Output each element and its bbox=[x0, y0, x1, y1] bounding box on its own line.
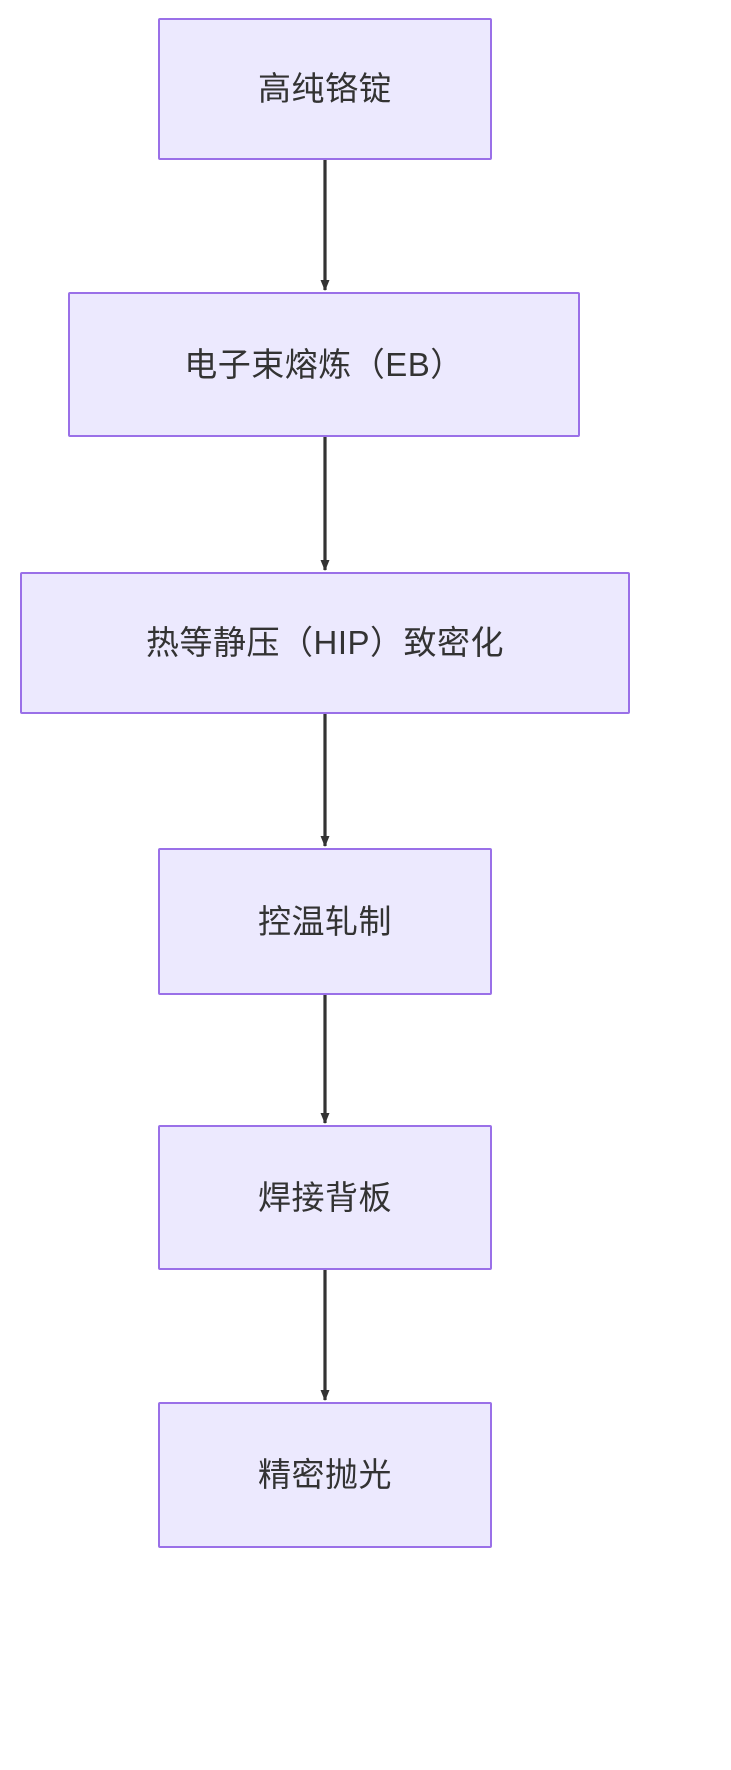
flow-node-label: 焊接背板 bbox=[258, 1178, 392, 1216]
flow-node-label: 高纯铬锭 bbox=[258, 70, 392, 108]
flow-node-label: 控温轧制 bbox=[258, 902, 392, 940]
flow-node-label: 热等静压（HIP）致密化 bbox=[145, 624, 504, 662]
flow-node-precision-polishing[interactable]: 精密抛光 bbox=[158, 1402, 492, 1548]
flow-node-electron-beam-melting[interactable]: 电子束熔炼（EB） bbox=[68, 292, 580, 437]
flow-node-backplate-welding[interactable]: 焊接背板 bbox=[158, 1125, 492, 1270]
flow-node-label: 电子束熔炼（EB） bbox=[184, 345, 464, 383]
flow-node-high-purity-chromium-ingot[interactable]: 高纯铬锭 bbox=[158, 18, 492, 160]
flow-node-label: 精密抛光 bbox=[258, 1456, 392, 1494]
flow-node-temperature-controlled-rolling[interactable]: 控温轧制 bbox=[158, 848, 492, 995]
flow-node-hip-densification[interactable]: 热等静压（HIP）致密化 bbox=[20, 572, 630, 714]
